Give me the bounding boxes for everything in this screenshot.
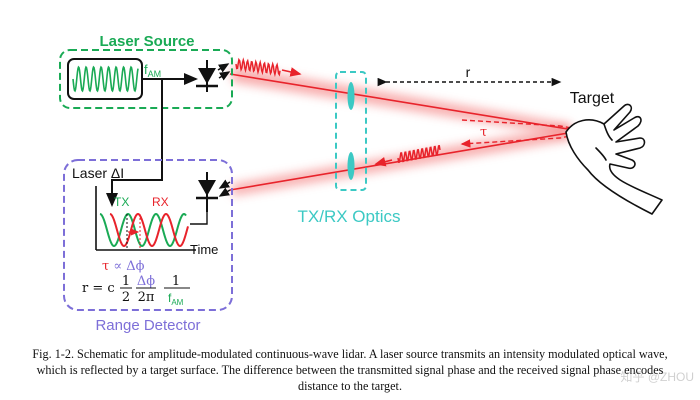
fam-f: f [144, 62, 148, 77]
tx-lens [347, 82, 355, 110]
optics-box [335, 71, 367, 191]
rx-wave-packet [397, 144, 441, 164]
frac2-bot: 2π [138, 290, 155, 305]
rx-signal [109, 212, 189, 248]
watermark: 知乎 @ZHOU [620, 370, 694, 384]
hand-icon [565, 103, 663, 215]
figure-caption: Fig. 1-2. Schematic for amplitude-modula… [32, 347, 668, 393]
laser-di-label: Laser ΔI [72, 165, 124, 181]
tx-beam-line [229, 73, 575, 131]
tx-packet-arrow [281, 67, 302, 77]
time-label: Time [190, 242, 218, 257]
rx-lens [347, 152, 355, 180]
tau-prop-dphi: τ ∝ Δϕ [102, 259, 145, 274]
rx-beam-line [229, 131, 575, 191]
tx-wave-packet [235, 57, 281, 78]
tx-signal [99, 212, 187, 248]
frac1-bot: 2 [122, 290, 130, 305]
rx-diode-icon [196, 172, 231, 212]
beam-group [229, 66, 575, 196]
tau-prop-rest: ∝ Δϕ [109, 259, 144, 274]
frac3-sub: AM [171, 298, 183, 307]
formula-r: r = c [82, 281, 115, 296]
fam-sub: AM [148, 69, 162, 79]
range-detector-title: Range Detector [95, 317, 200, 334]
laser-source-box [59, 49, 233, 109]
target-label: Target [570, 90, 615, 107]
frac3-top: 1 [172, 274, 180, 289]
tau-loop [460, 119, 579, 148]
frac1-top: 1 [122, 274, 130, 289]
oscillator-box [67, 58, 143, 100]
rx-packet-arrow [374, 157, 393, 167]
tx-beam-glow [232, 66, 570, 136]
range-detector-box [63, 159, 233, 311]
lidar-schematic: Laser Source fAM TX/RX Optics r τ Target… [59, 33, 663, 334]
frac3-f: f [168, 291, 172, 305]
range-formula: r = c 1 2 Δϕ 2π 1 fAM [82, 274, 190, 307]
fam-label: fAM [144, 62, 161, 79]
range-r-label: r [466, 64, 471, 80]
oscillator-wave [72, 65, 139, 93]
rx-diode-wire [190, 212, 208, 225]
tau-label: τ [480, 125, 487, 140]
frac2-top: Δϕ [137, 274, 155, 289]
optics-label: TX/RX Optics [298, 207, 401, 226]
frac3-bot: fAM [168, 291, 184, 307]
tx-label: TX [114, 195, 129, 209]
tau-prop-tau: τ [102, 259, 109, 274]
laser-source-title: Laser Source [99, 33, 194, 50]
source-to-detector-wire [106, 79, 163, 207]
tx-diode-icon [196, 60, 231, 92]
rx-label: RX [152, 195, 169, 209]
